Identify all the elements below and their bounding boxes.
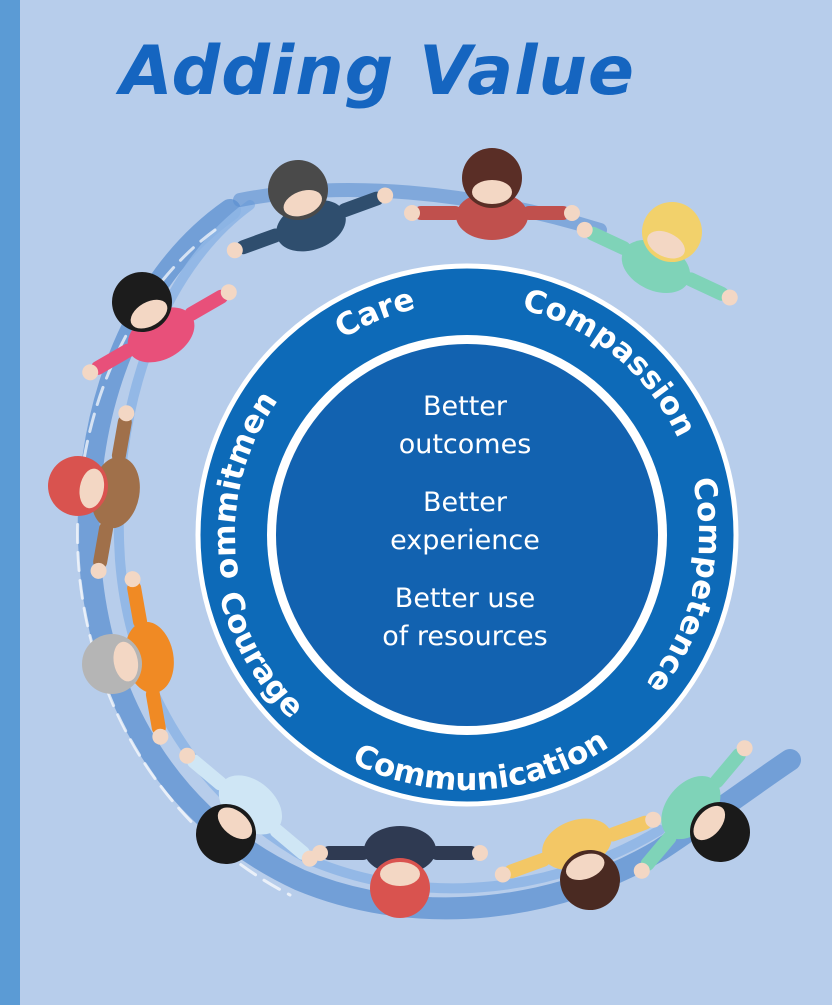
outcome-2-line-1: Better [422, 487, 508, 518]
outcome-1: Better outcomes [320, 388, 610, 464]
outcome-3-line-2: of resources [382, 621, 548, 652]
outcome-1-line-1: Better [422, 391, 508, 422]
figure-teal-shirt [633, 740, 753, 879]
page-title: Adding Value [120, 32, 636, 111]
outcome-3-line-1: Better use [394, 583, 536, 614]
figure-pink-shirt [82, 272, 237, 381]
outcome-2-line-2: experience [390, 525, 540, 556]
figure-gray-elder [82, 571, 174, 745]
figure-light-blue-shirt [179, 747, 318, 867]
outcomes-core [276, 344, 658, 726]
outcomes-list: Better outcomes Better experience Better… [320, 388, 610, 676]
outcome-1-line-2: outcomes [398, 429, 532, 460]
figure-red-hat [48, 405, 140, 579]
figure-gray-hair [226, 160, 394, 259]
outcome-3: Better use of resources [320, 580, 610, 656]
figure-blonde [576, 202, 738, 306]
figure-yellow-shirt [494, 811, 662, 910]
outcome-2: Better experience [320, 484, 610, 560]
left-accent-bar [0, 0, 20, 1005]
figure-brown-hair [404, 148, 580, 240]
figure-red-cap [312, 826, 488, 918]
